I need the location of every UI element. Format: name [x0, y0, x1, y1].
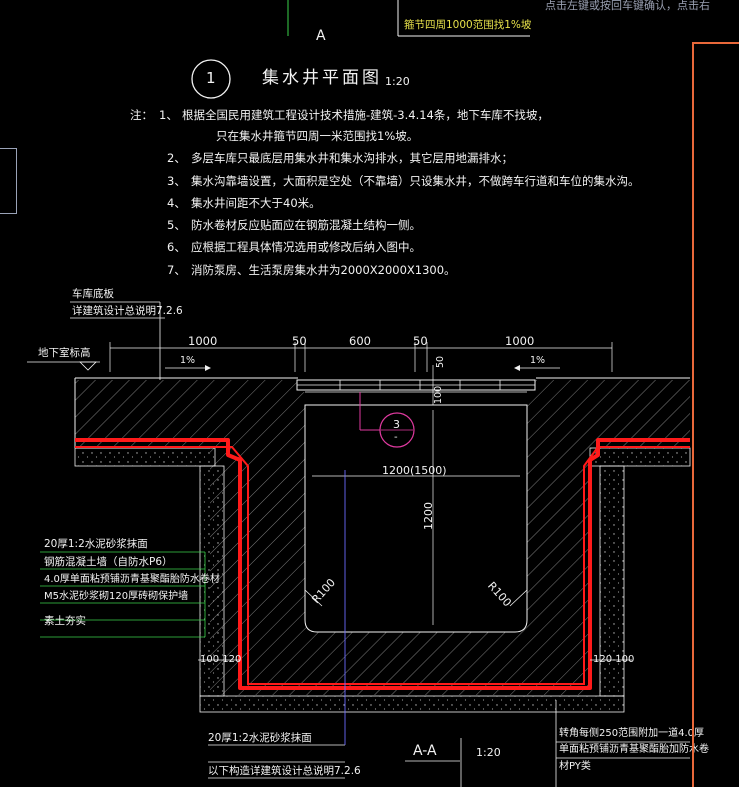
bottom-right-note: 单面粘预铺沥青基聚酯胎加防水卷	[559, 744, 709, 755]
dim-text: 100	[433, 385, 444, 404]
dim-text: 600	[349, 334, 371, 348]
title-circle-number: 1	[206, 69, 216, 87]
brick-wall	[199, 465, 225, 697]
slope-label: 1%	[530, 355, 546, 366]
pit-width-dim: 1200(1500)	[382, 464, 447, 477]
base-layer	[589, 447, 691, 467]
note-num: 3、	[167, 174, 186, 188]
waterproof-membrane-inner	[75, 446, 690, 685]
callout-sub: -	[394, 432, 398, 443]
side-tab[interactable]	[0, 148, 17, 214]
note-num: 4、	[167, 196, 186, 210]
viewport-frame[interactable]	[692, 42, 739, 787]
dim-small-left: 100 120	[200, 654, 242, 665]
title-circle	[191, 59, 231, 99]
note-text: 只在集水井箍节四周一米范围找1%坡。	[216, 129, 419, 143]
layer-item: 20厚1:2水泥砂浆抹面	[44, 538, 148, 550]
label-floor-level: 地下室标高	[38, 347, 91, 359]
note-text: 应根据工程具体情况选用或修改后纳入图中。	[191, 240, 421, 254]
pit-interior	[304, 404, 528, 633]
bottom-base	[199, 695, 625, 713]
bottom-note: 20厚1:2水泥砂浆抹面	[208, 732, 312, 744]
concrete-hatch	[75, 380, 690, 695]
layer-item: 4.0厚单面粘预铺沥青基聚酯胎防水卷材	[44, 574, 220, 585]
pit-height-dim: 1200	[422, 502, 435, 530]
notes-prefix: 注：	[130, 108, 153, 122]
label-see-note: 详建筑设计总说明7.2.6	[72, 305, 183, 317]
bottom-note: 以下构造详建筑设计总说明7.2.6	[208, 765, 361, 777]
layer-item: M5水泥砂浆砌120厚砖砌保护墙	[44, 591, 189, 602]
section-scale: 1:20	[476, 746, 501, 759]
layer-item: 钢筋混凝土墙（自防水P6）	[44, 556, 173, 568]
title-scale: 1:20	[385, 75, 410, 88]
note-text: 根据全国民用建筑工程设计技术措施-建筑-3.4.14条，地下车库不找坡，	[182, 108, 549, 122]
dim-text: 1000	[188, 334, 218, 348]
note-text: 集水井间距不大于40米。	[191, 196, 321, 210]
note-text: 防水卷材反应贴面应在钢筋混凝土结构一侧。	[191, 218, 421, 232]
dim-small-right: 120 100	[593, 654, 635, 665]
note-num: 6、	[167, 240, 186, 254]
dim-text: 1000	[505, 334, 535, 348]
note-num: 2、	[167, 151, 186, 165]
base-layer	[74, 447, 216, 467]
dim-text: 50	[413, 334, 428, 348]
detail-callout	[379, 412, 415, 448]
dim-text: 50	[435, 355, 446, 368]
brick-wall	[599, 465, 625, 697]
callout-number: 3	[393, 418, 400, 431]
section-name: A-A	[413, 743, 437, 759]
top-note: 箍节四周1000范围找1%坡	[404, 19, 532, 31]
layer-item: 素土夯实	[44, 615, 86, 627]
section-letter: A	[316, 28, 326, 44]
note-num: 5、	[167, 218, 186, 232]
bottom-right-note: 转角每侧250范围附加一道4.0厚	[559, 728, 704, 739]
note-num: 7、	[167, 263, 186, 277]
command-prompt: 点击左键或按回车键确认，点击右	[545, 0, 710, 12]
page-title: 集水井平面图	[262, 68, 382, 88]
slope-label: 1%	[180, 355, 196, 366]
note-text: 集水沟靠墙设置，大面积是空处（不靠墙）只设集水井，不做跨车行道和车位的集水沟。	[191, 174, 640, 188]
note-num: 1、	[159, 108, 178, 122]
note-text: 消防泵房、生活泵房集水井为2000X2000X1300。	[191, 263, 456, 277]
note-text: 多层车库只最底层用集水井和集水沟排水，其它层用地漏排水；	[191, 151, 513, 165]
bottom-right-note: 材PY类	[559, 761, 591, 772]
dim-text: 50	[292, 334, 307, 348]
label-car-floor: 车库底板	[72, 288, 114, 300]
